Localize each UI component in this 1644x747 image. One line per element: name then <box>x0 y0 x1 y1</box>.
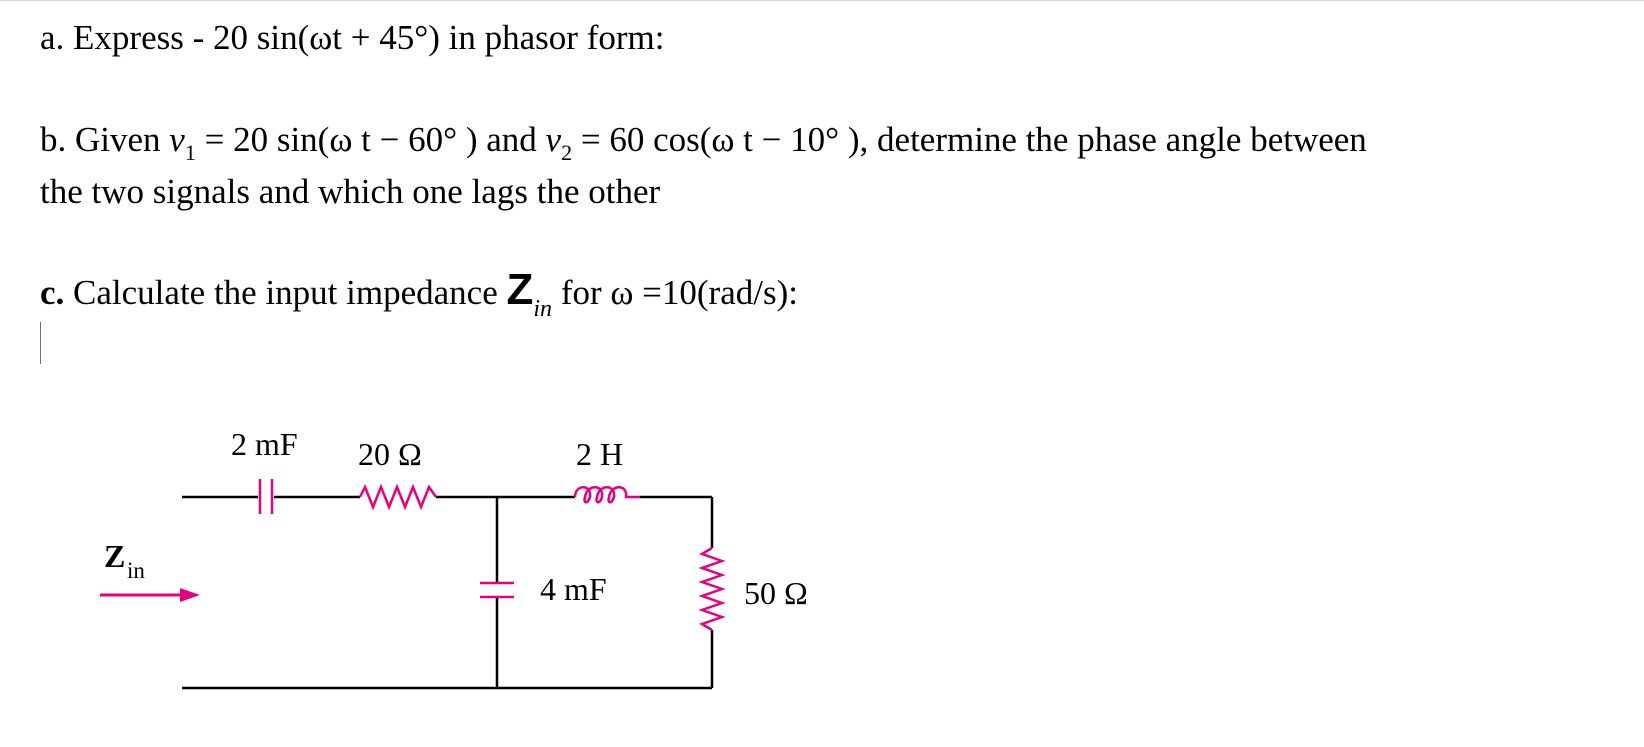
capacitor-2mf-symbol <box>258 479 274 514</box>
top-border <box>0 0 1644 1</box>
zin-arrow-head <box>180 588 200 602</box>
question-c-text: Calculate the input impedance <box>73 273 507 312</box>
question-a-prefix: a. Express <box>40 18 193 57</box>
zin-symbol: Z <box>506 265 534 314</box>
question-b-line2: the two signals and which one lags the o… <box>40 172 661 211</box>
res1-label: 20 Ω <box>358 436 422 472</box>
circuit-wires <box>182 495 714 690</box>
text-cursor <box>40 322 41 364</box>
capacitor-4mf-symbol <box>480 581 514 599</box>
v2-symbol: v <box>545 120 562 159</box>
v2-expression: = 60 cos(ω t − 10° ), determine the phas… <box>572 120 1367 159</box>
question-a-expression: - 20 sin(ωt + 45°) <box>192 18 440 57</box>
v2-subscript: 2 <box>561 140 573 165</box>
zin-subscript: in <box>533 296 553 322</box>
v1-symbol: v <box>169 120 185 159</box>
question-c: c. Calculate the input impedance Zin for… <box>40 265 798 322</box>
v1-expression: = 20 sin(ω t − 60° ) and <box>195 120 546 159</box>
question-b-prefix: b. Given <box>40 120 170 159</box>
resistor-20-ohm-symbol <box>358 483 438 511</box>
question-c-prefix: c. <box>40 273 74 312</box>
question-a-suffix: in phasor form: <box>439 18 665 57</box>
question-b-line1: b. Given v1 = 20 sin(ω t − 60° ) and v2 … <box>40 120 1367 164</box>
cap2-label: 4 mF <box>540 571 607 607</box>
inductor-label: 2 H <box>576 436 623 472</box>
resistor-50-ohm-symbol <box>698 546 726 632</box>
zin-label-symbol: Z <box>104 538 125 574</box>
question-a: a. Express - 20 sin(ωt + 45°) in phasor … <box>40 20 664 55</box>
v1-subscript: 1 <box>184 140 196 165</box>
question-c-suffix: for ω =10(rad/s): <box>552 273 798 312</box>
inductor-2h-symbol <box>573 486 640 504</box>
res2-label: 50 Ω <box>744 575 808 611</box>
zin-label-subscript: in <box>127 558 145 583</box>
cap1-label: 2 mF <box>231 426 298 462</box>
